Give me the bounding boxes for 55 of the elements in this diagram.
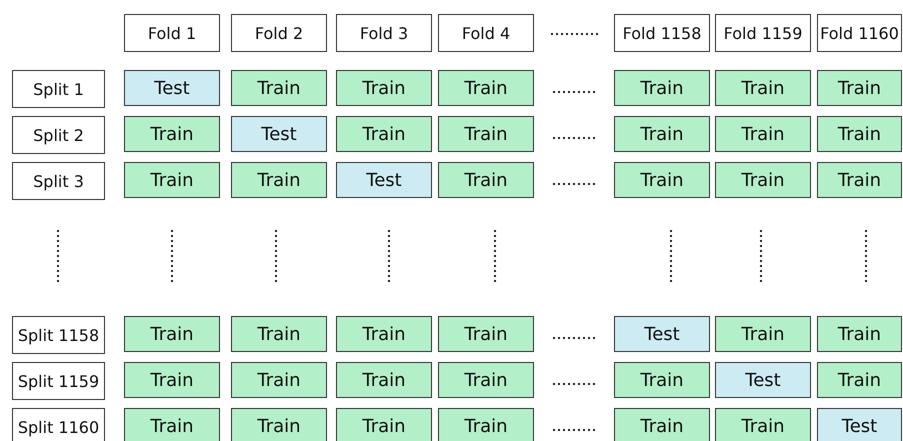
fold-header: Fold 1160: [817, 14, 902, 52]
train-fold-cell: Train: [336, 316, 432, 352]
train-fold-cell: Train: [438, 316, 534, 352]
train-fold-cell: Train: [438, 70, 534, 106]
train-fold-cell: Train: [124, 362, 220, 398]
train-fold-cell: Train: [817, 70, 902, 106]
fold-header: Fold 3: [336, 14, 432, 52]
train-fold-cell: Train: [336, 70, 432, 106]
train-fold-cell: Train: [231, 316, 327, 352]
train-fold-cell: Train: [438, 362, 534, 398]
train-fold-cell: Train: [715, 70, 811, 106]
train-fold-cell: Train: [614, 70, 710, 106]
test-fold-cell: Test: [336, 162, 432, 198]
split-label: Split 1: [12, 70, 105, 108]
train-fold-cell: Train: [124, 408, 220, 441]
train-fold-cell: Train: [614, 408, 710, 441]
split-label: Split 1159: [12, 362, 105, 400]
train-fold-cell: Train: [614, 116, 710, 152]
train-fold-cell: Train: [614, 162, 710, 198]
test-fold-cell: Test: [614, 316, 710, 352]
train-fold-cell: Train: [438, 116, 534, 152]
train-fold-cell: Train: [231, 408, 327, 441]
test-fold-cell: Test: [231, 116, 327, 152]
train-fold-cell: Train: [438, 162, 534, 198]
train-fold-cell: Train: [715, 116, 811, 152]
train-fold-cell: Train: [231, 162, 327, 198]
train-fold-cell: Train: [817, 116, 902, 152]
train-fold-cell: Train: [231, 362, 327, 398]
train-fold-cell: Train: [231, 70, 327, 106]
train-fold-cell: Train: [817, 162, 902, 198]
train-fold-cell: Train: [715, 316, 811, 352]
test-fold-cell: Test: [715, 362, 811, 398]
test-fold-cell: Test: [817, 408, 902, 441]
split-label: Split 2: [12, 116, 105, 154]
train-fold-cell: Train: [715, 162, 811, 198]
train-fold-cell: Train: [124, 316, 220, 352]
fold-header: Fold 1: [124, 14, 220, 52]
train-fold-cell: Train: [336, 116, 432, 152]
split-label: Split 1158: [12, 316, 105, 354]
test-fold-cell: Test: [124, 70, 220, 106]
fold-header: Fold 2: [231, 14, 327, 52]
train-fold-cell: Train: [715, 408, 811, 441]
split-label: Split 3: [12, 162, 105, 200]
train-fold-cell: Train: [817, 316, 902, 352]
train-fold-cell: Train: [614, 362, 710, 398]
train-fold-cell: Train: [438, 408, 534, 441]
train-fold-cell: Train: [124, 116, 220, 152]
fold-header: Fold 1158: [614, 14, 710, 52]
fold-header: Fold 1159: [715, 14, 811, 52]
split-label: Split 1160: [12, 408, 105, 441]
fold-header: Fold 4: [438, 14, 534, 52]
train-fold-cell: Train: [336, 408, 432, 441]
train-fold-cell: Train: [817, 362, 902, 398]
train-fold-cell: Train: [124, 162, 220, 198]
train-fold-cell: Train: [336, 362, 432, 398]
